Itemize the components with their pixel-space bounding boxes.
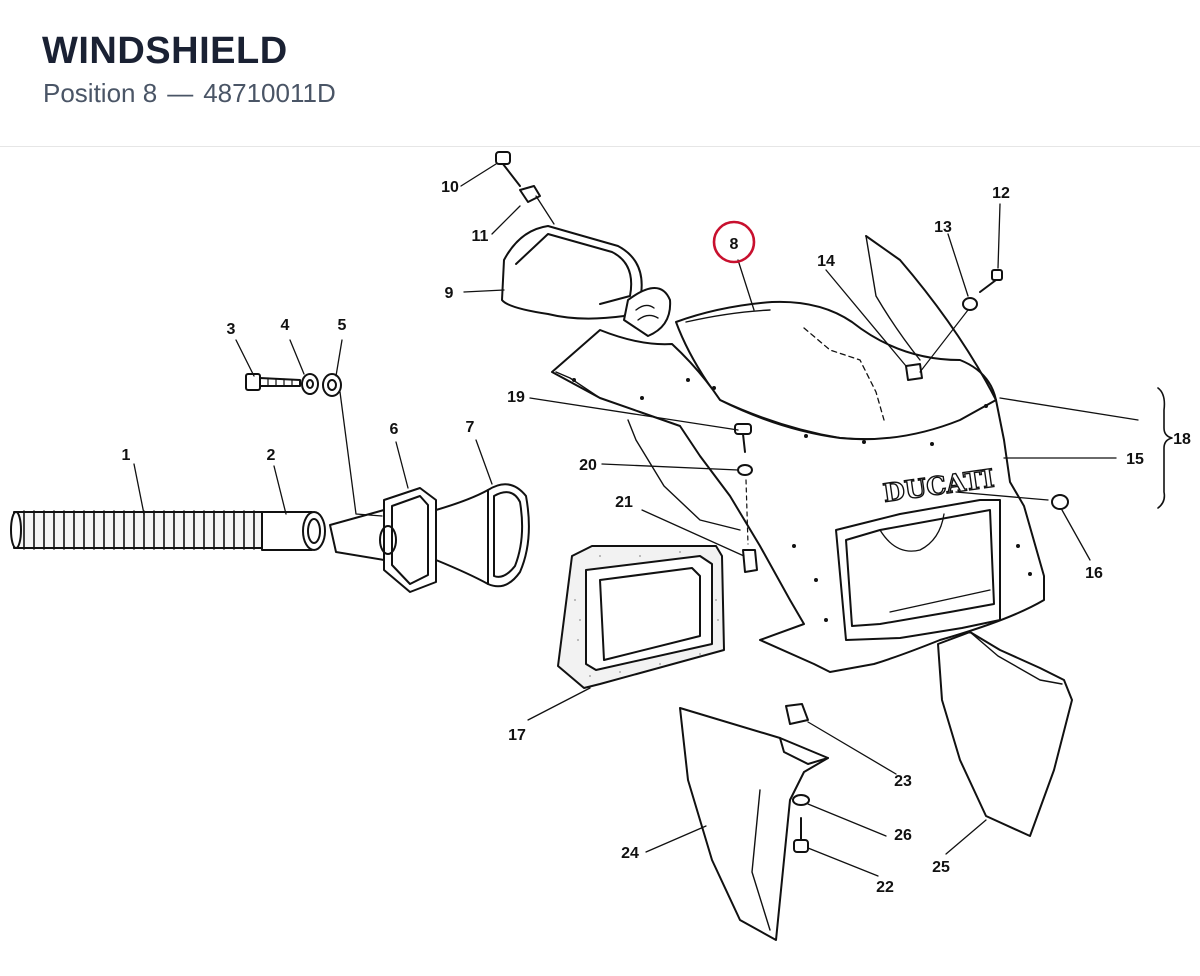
callout-6[interactable]: 6 [390, 421, 399, 438]
part-26-washer[interactable] [792, 794, 810, 806]
part-21-nut[interactable] [742, 549, 758, 573]
callout-7[interactable]: 7 [466, 419, 475, 436]
callout-5[interactable]: 5 [338, 317, 347, 334]
callout-11[interactable]: 11 [472, 228, 489, 245]
part-number: 48710011D [203, 78, 336, 108]
callout-labels: 1 2 3 4 5 6 7 8 9 10 11 12 13 14 15 16 1… [122, 179, 1191, 896]
callout-19[interactable]: 19 [507, 389, 525, 406]
callout-26[interactable]: 26 [894, 827, 912, 844]
callout-3[interactable]: 3 [227, 321, 236, 338]
callout-10[interactable]: 10 [441, 179, 459, 196]
part-14-well-nut[interactable] [905, 363, 923, 381]
callout-13[interactable]: 13 [934, 219, 952, 236]
part-4-washer[interactable] [301, 373, 319, 395]
part-2-hose-coupling[interactable] [261, 511, 326, 551]
callout-16[interactable]: 16 [1085, 565, 1103, 582]
group-brace-18 [1157, 387, 1173, 509]
page-header: WINDSHIELD Position 8 — 48710011D [0, 0, 1200, 147]
part-17-foam-frame[interactable] [557, 545, 725, 689]
part-11-mirror-nut[interactable] [519, 185, 541, 203]
part-13-grommet[interactable] [962, 297, 978, 311]
callout-20[interactable]: 20 [579, 457, 597, 474]
callout-24[interactable]: 24 [621, 845, 639, 862]
callout-21[interactable]: 21 [615, 494, 633, 511]
callout-12[interactable]: 12 [992, 185, 1010, 202]
callout-25[interactable]: 25 [932, 859, 950, 876]
page-title: WINDSHIELD [42, 30, 288, 72]
part-23-clip-nut[interactable] [785, 703, 809, 725]
callout-18[interactable]: 18 [1173, 431, 1191, 448]
part-22-screw[interactable] [793, 817, 809, 853]
subtitle-separator: — [167, 78, 194, 108]
callout-17[interactable]: 17 [508, 727, 526, 744]
part-16-screw[interactable] [955, 491, 1069, 510]
part-5-grommet[interactable] [322, 373, 342, 397]
callout-23[interactable]: 23 [894, 773, 912, 790]
part-10-mirror-bolt[interactable] [495, 151, 521, 187]
fairing-body [551, 235, 1045, 673]
page-subtitle: Position 8 — 48710011D [43, 78, 336, 109]
callout-14[interactable]: 14 [817, 253, 835, 270]
part-6-intake-funnel[interactable] [329, 487, 437, 593]
callout-22[interactable]: 22 [876, 879, 894, 896]
highlight-ring-8 [712, 220, 756, 264]
part-12-screw[interactable] [979, 269, 1003, 293]
part-25-lower-panel-right[interactable] [937, 631, 1073, 837]
part-20-washer[interactable] [737, 464, 753, 476]
callout-4[interactable]: 4 [281, 317, 290, 334]
callout-15[interactable]: 15 [1126, 451, 1144, 468]
position-label: Position 8 [43, 78, 158, 108]
part-24-lower-panel-left[interactable] [679, 707, 829, 941]
leader-lines [133, 163, 1139, 877]
part-7-intake-duct[interactable] [435, 483, 530, 588]
part-1-air-hose[interactable] [10, 510, 266, 550]
callout-2[interactable]: 2 [267, 447, 276, 464]
part-9-mirror[interactable] [501, 225, 672, 337]
callout-8[interactable]: 8 [730, 236, 739, 253]
callout-9[interactable]: 9 [445, 285, 454, 302]
callout-1[interactable]: 1 [122, 447, 131, 464]
